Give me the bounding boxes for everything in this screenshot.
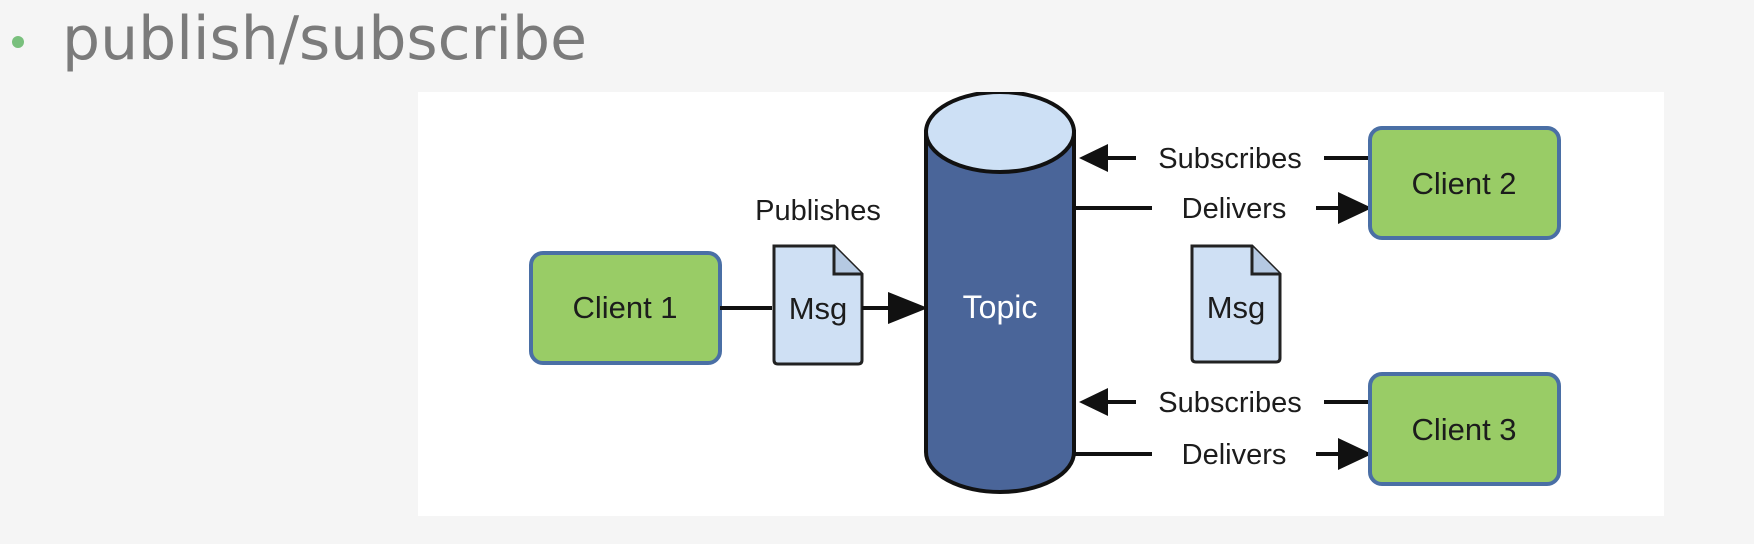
pubsub-diagram: Client 1 Publishes Msg Topic [418,92,1664,516]
msg-right-node: Msg [1190,244,1282,364]
bullet-text: publish/subscribe [62,4,587,74]
subscribes-top-label: Subscribes [1158,143,1301,175]
publishes-label: Publishes [755,195,881,227]
client-2-box [1368,126,1561,240]
topic-node: Topic [924,92,1076,494]
diagram-svg: Client 1 Publishes Msg Topic [529,92,1561,494]
msg-left-fold-icon [832,246,862,276]
client-2-label: Client 2 [1411,166,1516,201]
subscribes-top-arrow-icon [1079,144,1108,172]
subscribes-bottom-label: Subscribes [1158,387,1301,419]
topic-cylinder-top [924,92,1076,174]
subscribes-bottom-arrow-icon [1079,388,1108,416]
delivers-top-arrow-icon [1338,192,1372,224]
client-1-node: Client 1 [529,251,722,365]
client-3-box [1368,372,1561,486]
delivers-top-label: Delivers [1182,193,1287,225]
topic-label: Topic [963,289,1038,325]
msg-left-label: Msg [789,291,848,326]
msg-right-fold-icon [1250,246,1280,276]
arrow-to-topic-icon [888,292,928,324]
topic-cylinder-body [924,130,1076,494]
client-2-node: Client 2 [1368,126,1561,240]
delivers-bottom-arrow-icon [1338,438,1372,470]
msg-left-node: Msg [772,244,864,366]
client-3-label: Client 3 [1411,412,1516,447]
bullet-dot-icon [12,36,24,48]
client-1-label: Client 1 [572,290,677,325]
msg-right-label: Msg [1207,290,1266,325]
delivers-bottom-label: Delivers [1182,439,1287,471]
client-3-node: Client 3 [1368,372,1561,486]
